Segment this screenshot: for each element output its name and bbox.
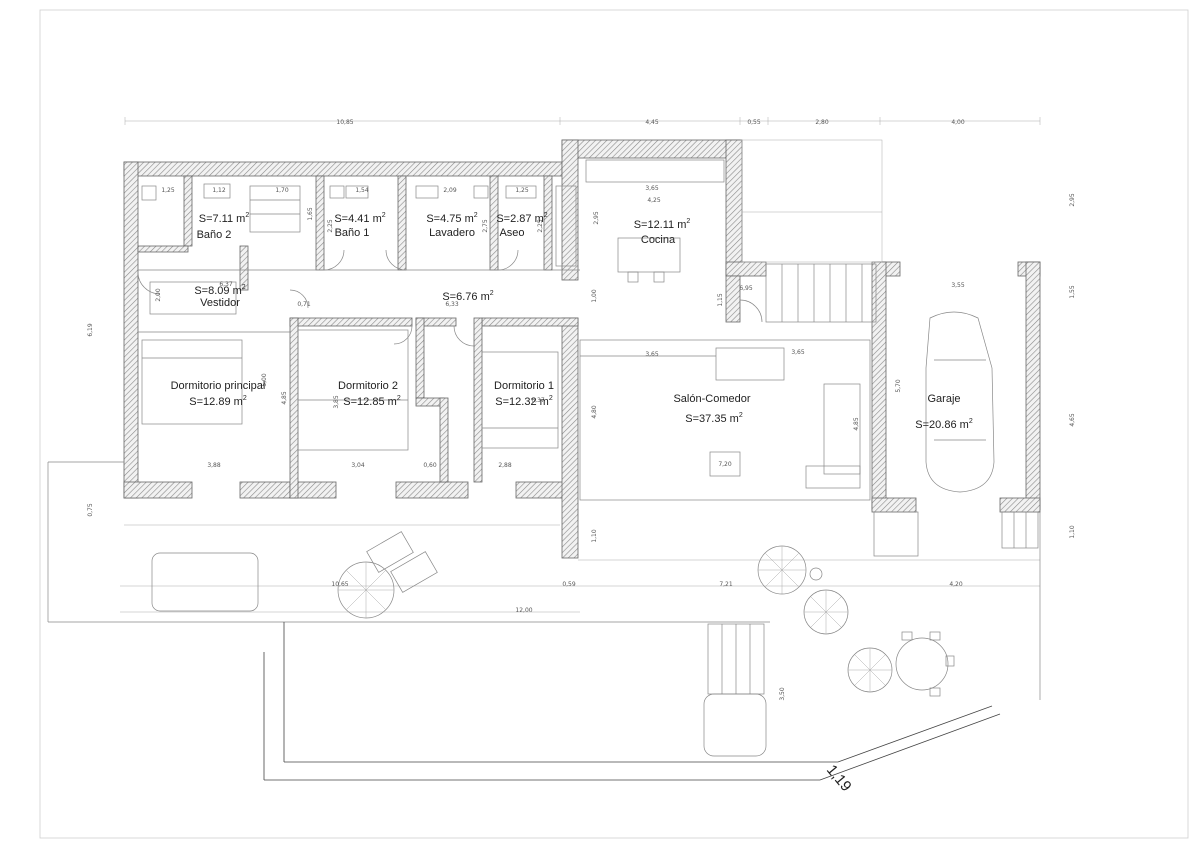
dim-corridor-2: 6,33 bbox=[445, 301, 459, 308]
dim-salon-width: 3,65 bbox=[645, 351, 659, 358]
dim-porch-h: 1,10 bbox=[591, 529, 598, 543]
dim-bano1-width: 1,54 bbox=[355, 187, 369, 194]
dim-garage-h: 5,70 bbox=[895, 379, 902, 393]
dim-left-2: 0,75 bbox=[87, 503, 94, 517]
dim-top-5: 4,00 bbox=[951, 119, 965, 126]
dim-cocina-width: 3,65 bbox=[645, 185, 659, 192]
sheet-border bbox=[39, 9, 1189, 839]
dim-bottom-3: 7,21 bbox=[719, 581, 733, 588]
dim-angled: 1,19 bbox=[823, 762, 855, 795]
interior-lines bbox=[137, 139, 1039, 557]
dim-cocina-h: 2,95 bbox=[593, 211, 600, 225]
dim-dorm2-h-outer: 4,85 bbox=[281, 391, 288, 405]
label-dorm-principal: Dormitorio principal bbox=[171, 380, 266, 392]
dim-cocina-width-2: 4,25 bbox=[647, 197, 661, 204]
dim-right-3: 4,65 bbox=[1069, 413, 1076, 427]
label-garaje: Garaje bbox=[927, 393, 960, 405]
area-salon: S=37.35 m2 bbox=[685, 412, 743, 425]
dim-bano2-width-2: 1,12 bbox=[212, 187, 226, 194]
area-pasillo: S=6.76 m2 bbox=[442, 290, 493, 303]
dim-dorm2-width: 3,04 bbox=[351, 462, 365, 469]
area-bano1: S=4.41 m2 bbox=[334, 212, 385, 225]
dim-bano2-width-3: 1,70 bbox=[275, 187, 289, 194]
dim-salon-h: 4,80 bbox=[591, 405, 598, 419]
dim-bano2-width-1: 1,25 bbox=[161, 187, 175, 194]
area-garaje: S=20.86 m2 bbox=[915, 418, 973, 431]
dim-right-1: 2,95 bbox=[1069, 193, 1076, 207]
label-salon: Salón-Comedor bbox=[673, 393, 750, 405]
dim-lavadero-h: 2,75 bbox=[482, 219, 489, 233]
dim-aseo-h: 2,25 bbox=[537, 219, 544, 233]
dim-dorm1-width: 2,88 bbox=[498, 462, 512, 469]
room-labels: S=7.11 m2 Baño 2 S=4.41 m2 Baño 1 S=4.75… bbox=[171, 212, 973, 431]
walls bbox=[123, 139, 1041, 559]
area-dorm1: S=12.32 m2 bbox=[495, 395, 553, 408]
dim-right-2: 1,55 bbox=[1069, 285, 1076, 299]
label-dorm2: Dormitorio 2 bbox=[338, 380, 398, 392]
dim-stairs: 6,95 bbox=[739, 285, 753, 292]
dim-dorm2-h: 3,85 bbox=[333, 395, 340, 409]
label-aseo: Aseo bbox=[499, 227, 524, 239]
top-dimension-chain: 10,85 4,45 0,55 2,80 4,00 bbox=[124, 117, 1041, 126]
label-cocina: Cocina bbox=[641, 234, 676, 246]
label-bano1: Baño 1 bbox=[335, 227, 370, 239]
dimension-labels: 1,25 1,12 1,70 1,54 2,09 1,25 3,65 4,25 … bbox=[87, 185, 1076, 795]
dim-salon-width-2: 3,65 bbox=[791, 349, 805, 356]
label-dorm1: Dormitorio 1 bbox=[494, 380, 554, 392]
dim-closet-width: 0,60 bbox=[423, 462, 437, 469]
area-aseo: S=2.87 m2 bbox=[496, 212, 547, 225]
terrace bbox=[47, 461, 1041, 781]
area-cocina: S=12.11 m2 bbox=[634, 218, 691, 231]
area-dorm2: S=12.85 m2 bbox=[343, 395, 401, 408]
dim-dorm1-w: 6,37 bbox=[531, 397, 545, 404]
dim-top-3: 0,55 bbox=[747, 119, 761, 126]
dim-steps-h: 3,50 bbox=[779, 687, 786, 701]
dim-top-4: 2,80 bbox=[815, 119, 829, 126]
dim-bottom-1: 10,65 bbox=[331, 581, 348, 588]
dim-aseo-width: 1,25 bbox=[515, 187, 529, 194]
label-bano2: Baño 2 bbox=[197, 229, 232, 241]
dim-stair-h: 1,15 bbox=[717, 293, 724, 307]
dim-bottom-2: 0,59 bbox=[562, 581, 576, 588]
dim-bano2-h: 1,65 bbox=[307, 207, 314, 221]
dim-bottom-total: 12,00 bbox=[515, 607, 532, 614]
dim-vestidor-w: 6,37 bbox=[219, 281, 233, 288]
dim-dorm-principal-width: 3,88 bbox=[207, 462, 221, 469]
dim-right-4: 1,10 bbox=[1069, 525, 1076, 539]
dim-bottom-4: 4,20 bbox=[949, 581, 963, 588]
dim-dorm-principal-h: 5,00 bbox=[261, 373, 268, 387]
dim-corridor-1: 0,71 bbox=[297, 301, 311, 308]
dim-salon-h-right: 4,85 bbox=[853, 417, 860, 431]
area-lavadero: S=4.75 m2 bbox=[426, 212, 477, 225]
label-lavadero: Lavadero bbox=[429, 227, 475, 239]
area-vestidor: S=8.09 m2 bbox=[194, 284, 245, 297]
dim-vestidor-h: 2,00 bbox=[155, 288, 162, 302]
dim-bano1-h: 2,25 bbox=[327, 219, 334, 233]
dim-top-1: 10,85 bbox=[336, 119, 353, 126]
dim-corridor-h: 1,00 bbox=[591, 289, 598, 303]
label-vestidor: Vestidor bbox=[200, 297, 240, 309]
dim-top-2: 4,45 bbox=[645, 119, 659, 126]
dim-garage-width: 3,55 bbox=[951, 282, 965, 289]
area-bano2: S=7.11 m2 bbox=[199, 212, 250, 225]
dim-salon-length: 7,20 bbox=[718, 461, 732, 468]
dim-left-1: 6,19 bbox=[87, 323, 94, 337]
dim-lavadero-width: 2,09 bbox=[443, 187, 457, 194]
area-dorm-principal: S=12.89 m2 bbox=[189, 395, 247, 408]
